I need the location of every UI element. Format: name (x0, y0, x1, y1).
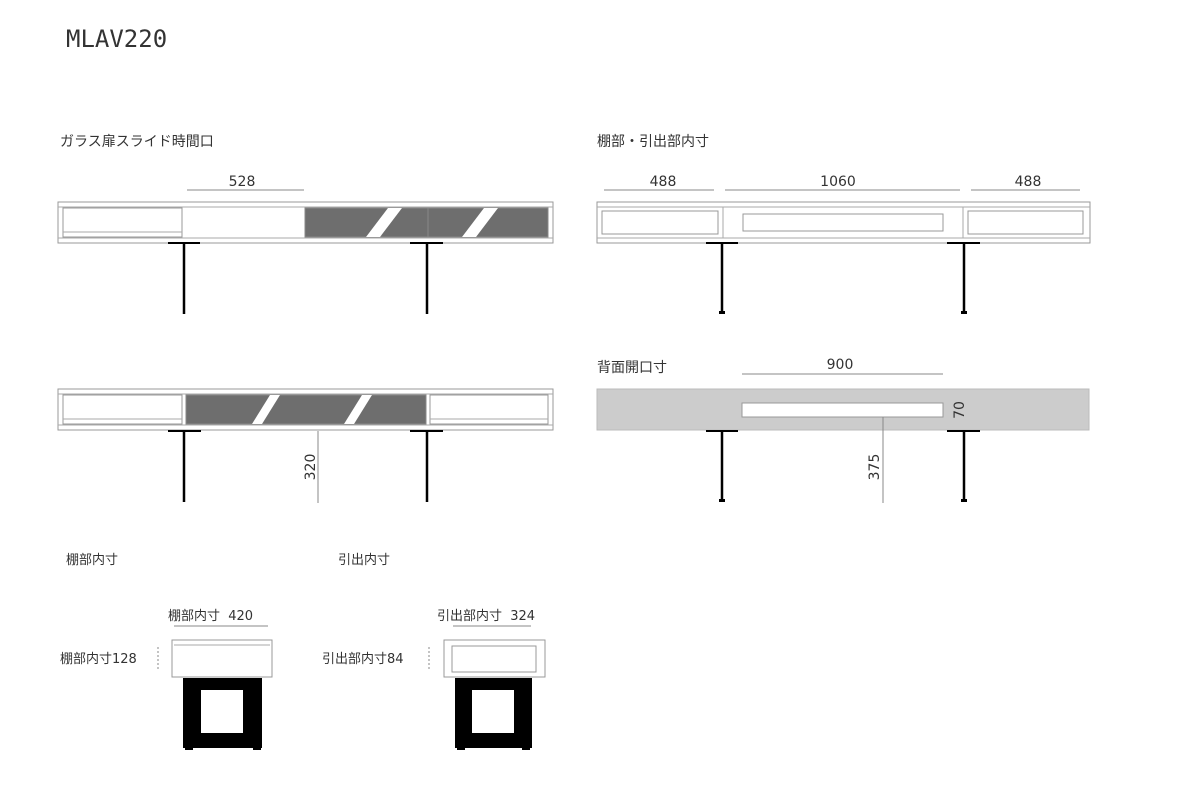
section-label-shelf-inner: 棚部内寸 (66, 552, 118, 568)
model-title: MLAV220 (66, 25, 167, 53)
left-compartment (62, 207, 183, 238)
shelf-inner-height: 棚部内寸128 (60, 651, 137, 667)
dimension-900: 900 (827, 357, 854, 373)
shelf-inner-side-view: 棚部内寸 棚部内寸 420 棚部内寸128 (60, 552, 273, 750)
shelf-drawer (967, 210, 1084, 235)
shelf-inner-width: 棚部内寸 420 (168, 608, 253, 624)
section-label-shelf-drawer: 棚部・引出部内寸 (597, 134, 709, 150)
back-opening-view: 背面開口寸 900 70 375 (596, 357, 1090, 503)
leg-frame (455, 678, 532, 748)
glass-door (185, 394, 427, 425)
dimension-70: 70 (952, 401, 968, 419)
shelf-box (171, 639, 273, 678)
section-label-glass-slide: ガラス扉スライド時間口 (60, 134, 214, 150)
drawer-inner-width: 引出部内寸 324 (437, 608, 535, 624)
shelf-drawer-view: 棚部・引出部内寸 488 1060 488 (596, 134, 1091, 314)
dimension-320: 320 (303, 454, 319, 481)
front-closed-view: 320 (57, 388, 554, 503)
shelf-drawer (601, 210, 719, 235)
dimension-1060: 1060 (820, 174, 856, 190)
section-label-back-opening: 背面開口寸 (597, 360, 667, 376)
glass-slide-view: ガラス扉スライド時間口 528 (57, 134, 554, 314)
back-opening (741, 402, 944, 418)
dimension-375: 375 (867, 454, 883, 481)
leg-frame (183, 678, 262, 748)
center-drawer-panel (742, 213, 944, 232)
drawer-inner-height: 引出部内寸84 (322, 651, 404, 667)
drawer-inner-side-view: 引出内寸 引出部内寸 324 引出部内寸84 (322, 552, 546, 750)
dimension-488-left: 488 (650, 174, 677, 190)
glass-door (304, 207, 429, 238)
dimension-528: 528 (229, 174, 256, 190)
dimension-488-right: 488 (1015, 174, 1042, 190)
section-label-drawer-inner: 引出内寸 (338, 552, 390, 568)
